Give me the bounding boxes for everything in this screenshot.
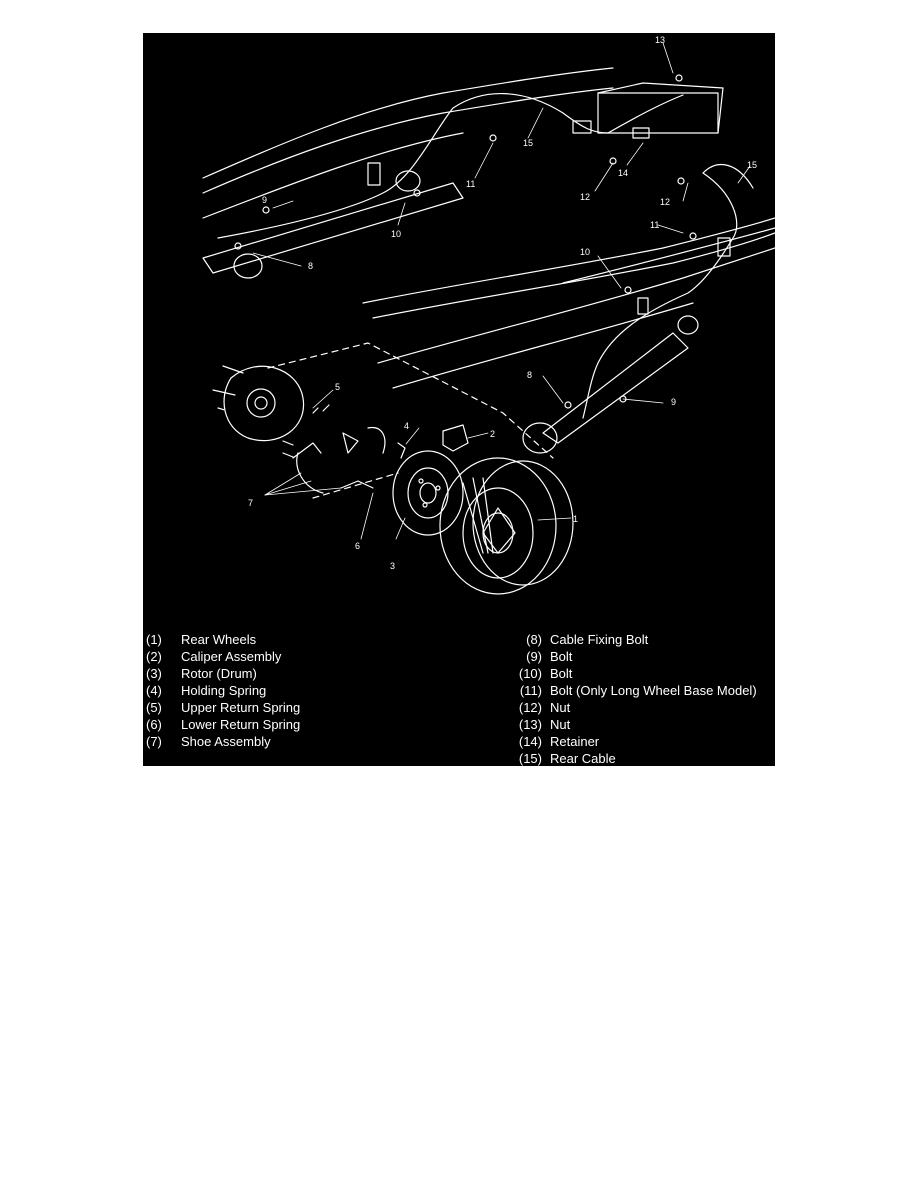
legend-label: Rotor (Drum) xyxy=(181,666,257,681)
legend-item: (13) Nut xyxy=(505,716,757,733)
callout-13: 13 xyxy=(655,35,665,45)
callout-15-right: 15 xyxy=(747,160,757,170)
legend-number: (14) xyxy=(518,734,542,749)
legend-number: (12) xyxy=(518,700,542,715)
callout-12-left: 12 xyxy=(580,192,590,202)
callout-11-top: 11 xyxy=(466,179,475,189)
callout-8-bottom: 8 xyxy=(527,370,532,380)
legend-item: (3) Rotor (Drum) xyxy=(146,665,300,682)
callout-4: 4 xyxy=(404,421,409,431)
legend-item: (4) Holding Spring xyxy=(146,682,300,699)
legend-number: (6) xyxy=(146,717,162,732)
legend-number: (4) xyxy=(146,683,162,698)
legend-number: (3) xyxy=(146,666,162,681)
legend-item: (2) Caliper Assembly xyxy=(146,648,300,665)
legend-item: (1) Rear Wheels xyxy=(146,631,300,648)
legend-left: (1) Rear Wheels (2) Caliper Assembly (3) Ro… xyxy=(146,631,300,750)
callout-11-right: 11 xyxy=(650,220,659,230)
leader-lines xyxy=(252,42,751,540)
legend-label: Nut xyxy=(550,700,571,715)
caliper-assembly xyxy=(397,424,469,459)
legend-item: (7) Shoe Assembly xyxy=(146,733,300,750)
legend-label: Shoe Assembly xyxy=(181,734,271,749)
legend-label: Bolt (Only Long Wheel Base Model) xyxy=(550,683,757,698)
legend-item: (15) Rear Cable xyxy=(505,750,757,766)
legend-label: Rear Wheels xyxy=(181,632,257,647)
legend-number: (8) xyxy=(526,632,542,647)
legend-label: Nut xyxy=(550,717,571,732)
legend-label: Bolt xyxy=(550,649,573,664)
callout-2: 2 xyxy=(490,429,495,439)
legend-number: (1) xyxy=(146,632,162,647)
legend-item: (6) Lower Return Spring xyxy=(146,716,300,733)
legend-number: (15) xyxy=(518,751,542,766)
legend-label: Holding Spring xyxy=(181,683,267,698)
callout-15-left: 15 xyxy=(523,138,533,148)
legend-item: (11) Bolt (Only Long Wheel Base Model) xyxy=(505,682,757,699)
callout-10-top: 10 xyxy=(391,229,401,239)
legend-label: Bolt xyxy=(550,666,573,681)
legend-item: (8) Cable Fixing Bolt xyxy=(505,631,757,648)
legend-item: (10) Bolt xyxy=(505,665,757,682)
legend-item: (12) Nut xyxy=(505,699,757,716)
legend-label: Upper Return Spring xyxy=(181,700,301,715)
legend-label: Lower Return Spring xyxy=(181,717,301,732)
callout-1: 1 xyxy=(573,514,578,524)
rear-cable xyxy=(217,93,754,419)
callout-9-top: 9 xyxy=(262,195,267,205)
legend-number: (10) xyxy=(518,666,542,681)
callout-7: 7 xyxy=(248,498,253,508)
brake-shoes xyxy=(282,404,386,494)
legend-number: (5) xyxy=(146,700,162,715)
legend-label: Retainer xyxy=(550,734,600,749)
hardware xyxy=(234,74,731,409)
legend-number: (13) xyxy=(518,717,542,732)
callout-12-right: 12 xyxy=(660,197,670,207)
legend-label: Cable Fixing Bolt xyxy=(550,632,649,647)
frame-rails xyxy=(202,67,775,389)
rear-wheel xyxy=(439,457,574,595)
callout-3: 3 xyxy=(390,561,395,571)
legend-label: Rear Cable xyxy=(550,751,616,766)
legend-item: (5) Upper Return Spring xyxy=(146,699,300,716)
legend-label: Caliper Assembly xyxy=(181,649,282,664)
legend-number: (11) xyxy=(519,683,542,698)
callout-10-bottom: 10 xyxy=(580,247,590,257)
callout-6: 6 xyxy=(355,541,360,551)
legend-item: (14) Retainer xyxy=(505,733,757,750)
rotor-drum xyxy=(392,450,464,536)
legend-number: (2) xyxy=(146,649,162,664)
legend-number: (9) xyxy=(526,649,542,664)
rear-axle xyxy=(202,170,699,454)
parking-brake-diagram: 1 2 3 4 5 6 7 8 8 9 9 10 10 11 11 12 12 … xyxy=(143,33,775,766)
assembly-lines xyxy=(217,342,554,499)
callout-5: 5 xyxy=(335,382,340,392)
callout-8-top: 8 xyxy=(308,261,313,271)
exploded-view-drawing: 1 2 3 4 5 6 7 8 8 9 9 10 10 11 11 12 12 … xyxy=(202,35,775,595)
callout-9-bottom: 9 xyxy=(671,397,676,407)
callout-14: 14 xyxy=(618,168,628,178)
legend-right: (8) Cable Fixing Bolt (9) Bolt (10) Bolt (1… xyxy=(505,631,757,766)
legend-number: (7) xyxy=(146,734,162,749)
backing-plate xyxy=(212,365,305,442)
legend-item: (9) Bolt xyxy=(505,648,757,665)
